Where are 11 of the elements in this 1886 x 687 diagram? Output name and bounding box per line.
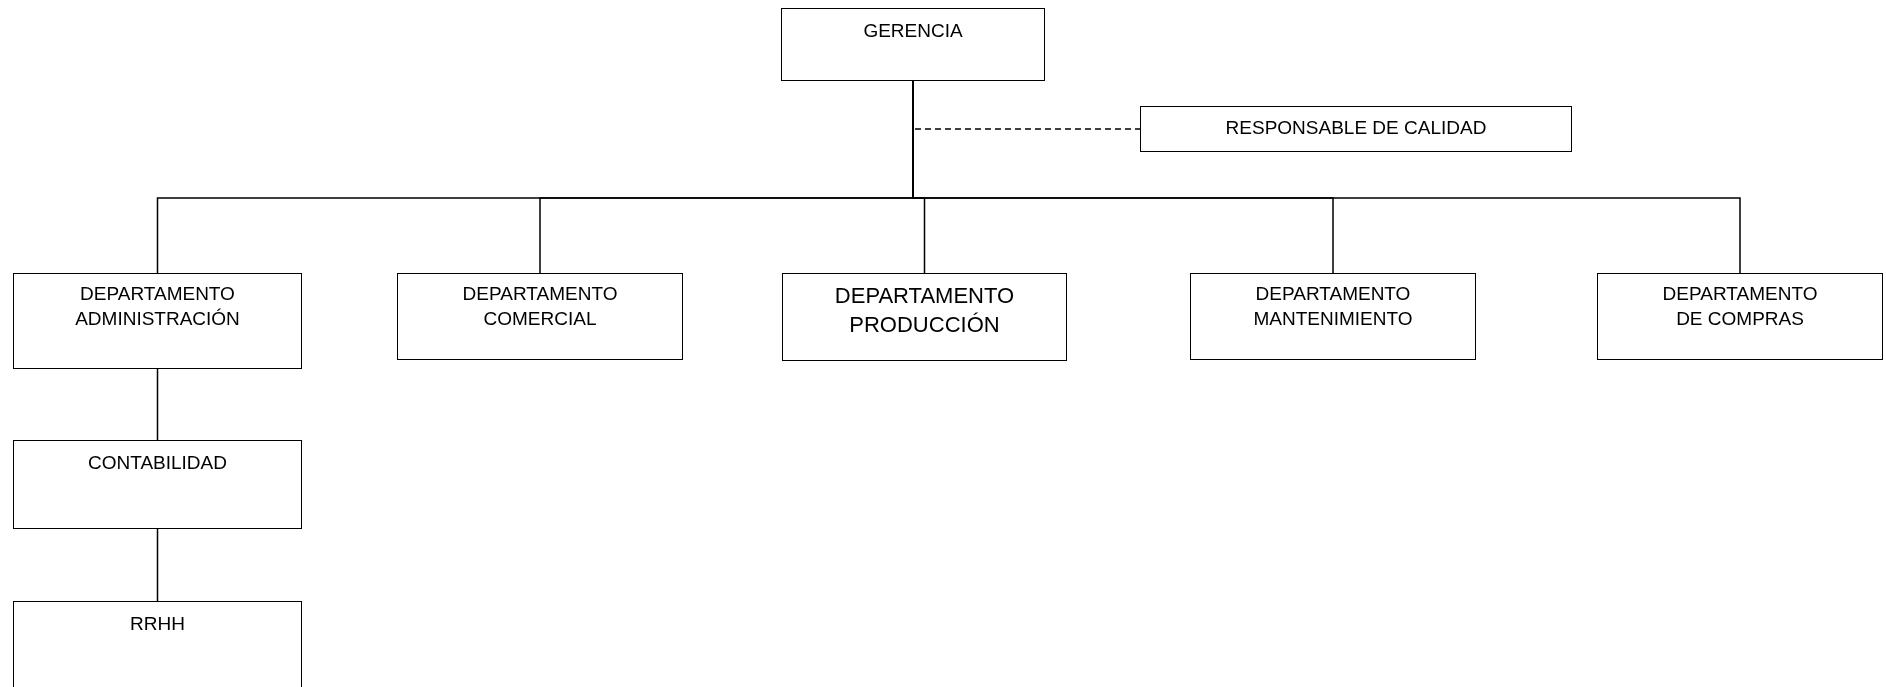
org-box: DEPARTAMENTO COMERCIAL bbox=[397, 273, 683, 360]
org-box: DEPARTAMENTO MANTENIMIENTO bbox=[1190, 273, 1476, 360]
org-box: RRHH bbox=[13, 601, 302, 687]
org-box: CONTABILIDAD bbox=[13, 440, 302, 529]
connector-line bbox=[156, 368, 159, 441]
org-box: DEPARTAMENTO PRODUCCIÓN bbox=[782, 273, 1067, 361]
org-box: DEPARTAMENTO ADMINISTRACIÓN bbox=[13, 273, 302, 369]
connector-line bbox=[156, 528, 159, 602]
org-box: DEPARTAMENTO DE COMPRAS bbox=[1597, 273, 1883, 360]
org-box: RESPONSABLE DE CALIDAD bbox=[1140, 106, 1572, 152]
org-box: GERENCIA bbox=[781, 8, 1045, 81]
